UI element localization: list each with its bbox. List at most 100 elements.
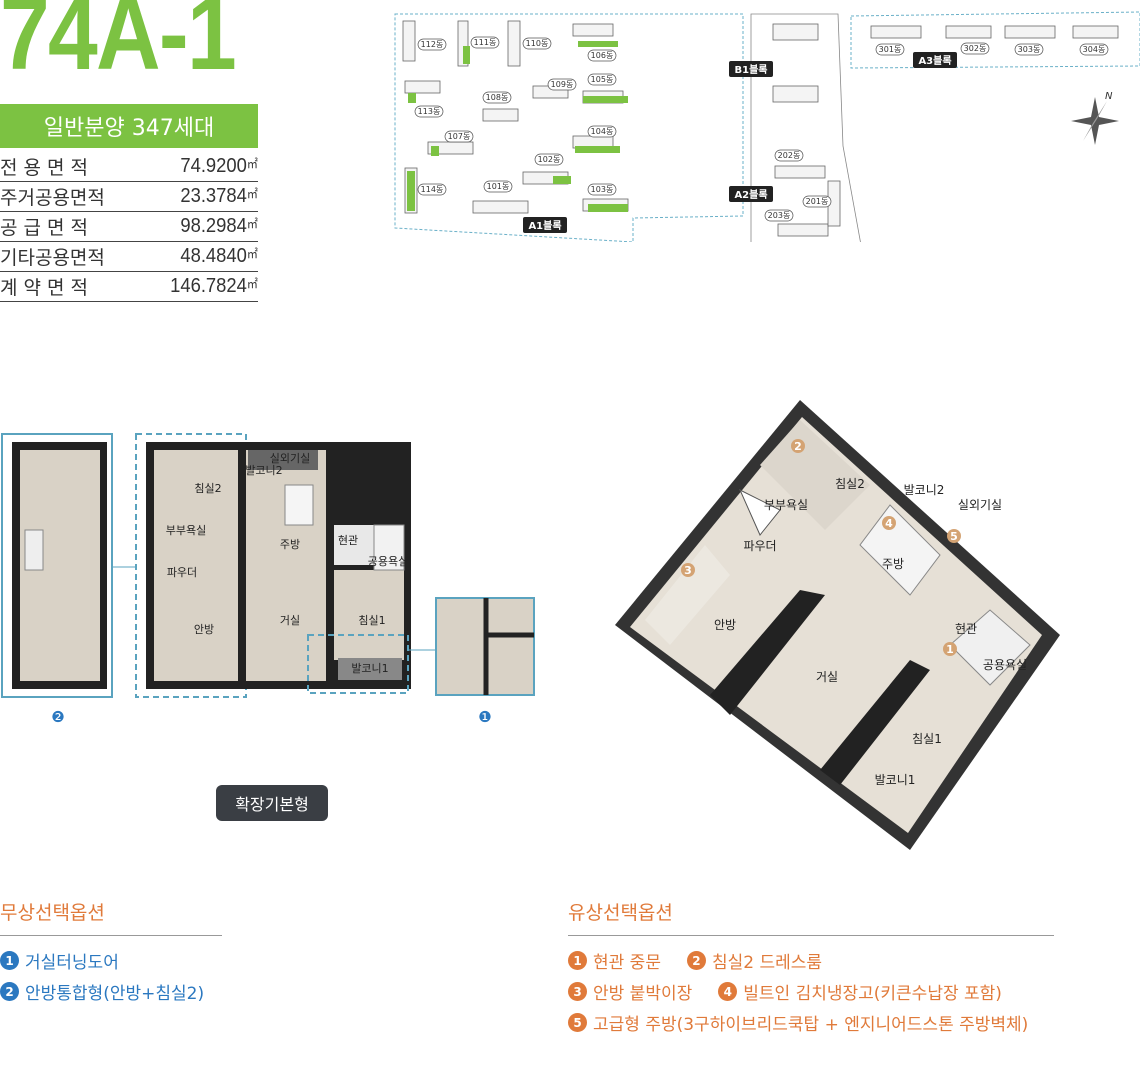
building-label: 107동 bbox=[448, 132, 471, 141]
room-label: 안방 bbox=[714, 618, 736, 632]
building-label: 303동 bbox=[1018, 45, 1041, 54]
building-label: 202동 bbox=[778, 151, 801, 160]
area-label: 공 급 면 적 bbox=[0, 211, 136, 242]
option-number: 2 bbox=[0, 982, 19, 1001]
option-item: 5 고급형 주방(3구하이브리드쿡탑 + 엔지니어드스톤 주방벽체) bbox=[568, 1010, 1054, 1035]
option-text: 고급형 주방(3구하이브리드쿡탑 + 엔지니어드스톤 주방벽체) bbox=[593, 1015, 1029, 1035]
floor-plan-2d: 실외기실 발코니2 침실2 부부욕실 파우더 안방 주방 현관 공용욕실 거실 … bbox=[1, 433, 535, 726]
building-label: 201동 bbox=[806, 197, 829, 206]
area-unit: ㎡ bbox=[246, 277, 258, 291]
option-marker: 5 bbox=[950, 530, 958, 543]
compass-icon: N bbox=[1071, 91, 1119, 145]
area-row: 주거공용면적 23.3784㎡ bbox=[0, 181, 258, 212]
building-label: 109동 bbox=[551, 80, 574, 89]
option-text: 현관 중문 bbox=[593, 953, 661, 973]
option-item: 1 현관 중문 2 침실2 드레스룸 bbox=[568, 948, 1054, 973]
building-label: 110동 bbox=[526, 39, 549, 48]
building-label: 302동 bbox=[964, 44, 987, 53]
building-label: 113동 bbox=[418, 107, 441, 116]
area-value: 74.9200 bbox=[180, 155, 247, 177]
room-label: 현관 bbox=[338, 534, 358, 547]
plan-type-badge: 확장기본형 bbox=[216, 785, 328, 821]
room-label: 공용욕실 bbox=[983, 658, 1027, 672]
plan-callout: ❶ bbox=[478, 708, 491, 726]
building-label: 108동 bbox=[486, 93, 509, 102]
area-unit: ㎡ bbox=[246, 217, 258, 231]
room-label: 침실2 bbox=[835, 477, 865, 491]
room-label: 발코니1 bbox=[875, 773, 916, 787]
free-options-section: 무상선택옵션 1 거실터닝도어 2 안방통합형(안방+침실2) bbox=[0, 898, 222, 1004]
room-label: 안방 bbox=[194, 623, 214, 636]
option-number: 4 bbox=[718, 982, 738, 1001]
unit-type-title: 74A-1 bbox=[0, 0, 237, 92]
room-label: 부부욕실 bbox=[166, 524, 206, 537]
room-label: 실외기실 bbox=[958, 498, 1002, 512]
room-label: 발코니2 bbox=[245, 464, 282, 477]
building-label: 101동 bbox=[487, 182, 510, 191]
area-value: 48.4840 bbox=[180, 245, 247, 267]
area-value: 23.3784 bbox=[180, 185, 247, 207]
site-plan: 112동 111동 110동 106동 113동 108동 109동 105동 … bbox=[394, 11, 1140, 242]
room-label: 주방 bbox=[882, 557, 904, 571]
area-unit: ㎡ bbox=[246, 187, 258, 201]
plan-callout: ❷ bbox=[51, 708, 64, 726]
room-label: 공용욕실 bbox=[368, 555, 408, 568]
option-item: 1 거실터닝도어 bbox=[0, 948, 222, 973]
room-label: 파우더 bbox=[743, 539, 776, 553]
area-label: 기타공용면적 bbox=[0, 241, 136, 272]
option-text: 거실터닝도어 bbox=[25, 953, 119, 973]
building-label: 111동 bbox=[474, 38, 497, 47]
room-label: 주방 bbox=[280, 538, 300, 551]
free-options-title: 무상선택옵션 bbox=[0, 902, 105, 924]
area-row: 공 급 면 적 98.2984㎡ bbox=[0, 211, 258, 242]
option-text: 빌트인 김치냉장고(키큰수납장 포함) bbox=[743, 984, 1002, 1004]
option-number: 5 bbox=[568, 1013, 587, 1032]
building-label: 112동 bbox=[421, 40, 444, 49]
option-item: 3 안방 붙박이장 4 빌트인 김치냉장고(키큰수납장 포함) bbox=[568, 979, 1054, 1004]
building-label: 103동 bbox=[591, 185, 614, 194]
block-label: B1블록 bbox=[735, 64, 768, 76]
option-text: 침실2 드레스룸 bbox=[711, 953, 823, 973]
option-number: 1 bbox=[568, 951, 587, 970]
room-label: 발코니1 bbox=[351, 662, 388, 675]
building-label: 106동 bbox=[591, 51, 614, 60]
room-label: 발코니2 bbox=[904, 483, 945, 497]
option-text: 안방 붙박이장 bbox=[593, 984, 693, 1004]
building-label: 105동 bbox=[591, 75, 614, 84]
option-marker: 4 bbox=[885, 517, 893, 530]
option-item: 2 안방통합형(안방+침실2) bbox=[0, 979, 222, 1004]
room-label: 침실1 bbox=[912, 732, 942, 746]
block-label: A3블록 bbox=[918, 55, 951, 67]
option-marker: 3 bbox=[684, 564, 692, 577]
area-label: 전 용 면 적 bbox=[0, 152, 136, 182]
area-value: 98.2984 bbox=[180, 215, 247, 237]
building-label: 102동 bbox=[538, 155, 561, 164]
section-divider bbox=[568, 935, 1054, 936]
building-label: 304동 bbox=[1083, 45, 1106, 54]
option-text: 안방통합형(안방+침실2) bbox=[25, 984, 205, 1004]
building-label: 203동 bbox=[768, 211, 791, 220]
sale-count-badge: 일반분양 347세대 bbox=[0, 104, 258, 148]
section-divider bbox=[0, 935, 222, 936]
area-label: 주거공용면적 bbox=[0, 181, 136, 212]
building-label: 301동 bbox=[879, 45, 902, 54]
area-label: 계 약 면 적 bbox=[0, 271, 136, 302]
option-number: 2 bbox=[686, 951, 706, 970]
room-label: 침실2 bbox=[194, 482, 221, 495]
room-label: 현관 bbox=[955, 622, 977, 636]
room-label: 부부욕실 bbox=[764, 498, 808, 512]
area-row: 기타공용면적 48.4840㎡ bbox=[0, 241, 258, 272]
option-number: 1 bbox=[0, 951, 19, 970]
paid-options-section: 유상선택옵션 1 현관 중문 2 침실2 드레스룸 3 안방 붙박이장 4 빌트… bbox=[568, 898, 1054, 1035]
room-label: 침실1 bbox=[358, 614, 385, 627]
building-label: 104동 bbox=[591, 127, 614, 136]
area-value: 146.7824 bbox=[170, 275, 247, 297]
room-label: 파우더 bbox=[167, 566, 197, 579]
block-label: A1블록 bbox=[528, 220, 561, 232]
option-number: 3 bbox=[568, 982, 587, 1001]
paid-options-title: 유상선택옵션 bbox=[568, 902, 673, 924]
room-label: 거실 bbox=[816, 670, 838, 684]
option-marker: 2 bbox=[794, 440, 802, 453]
option-marker: 1 bbox=[946, 643, 954, 656]
area-unit: ㎡ bbox=[246, 247, 258, 261]
